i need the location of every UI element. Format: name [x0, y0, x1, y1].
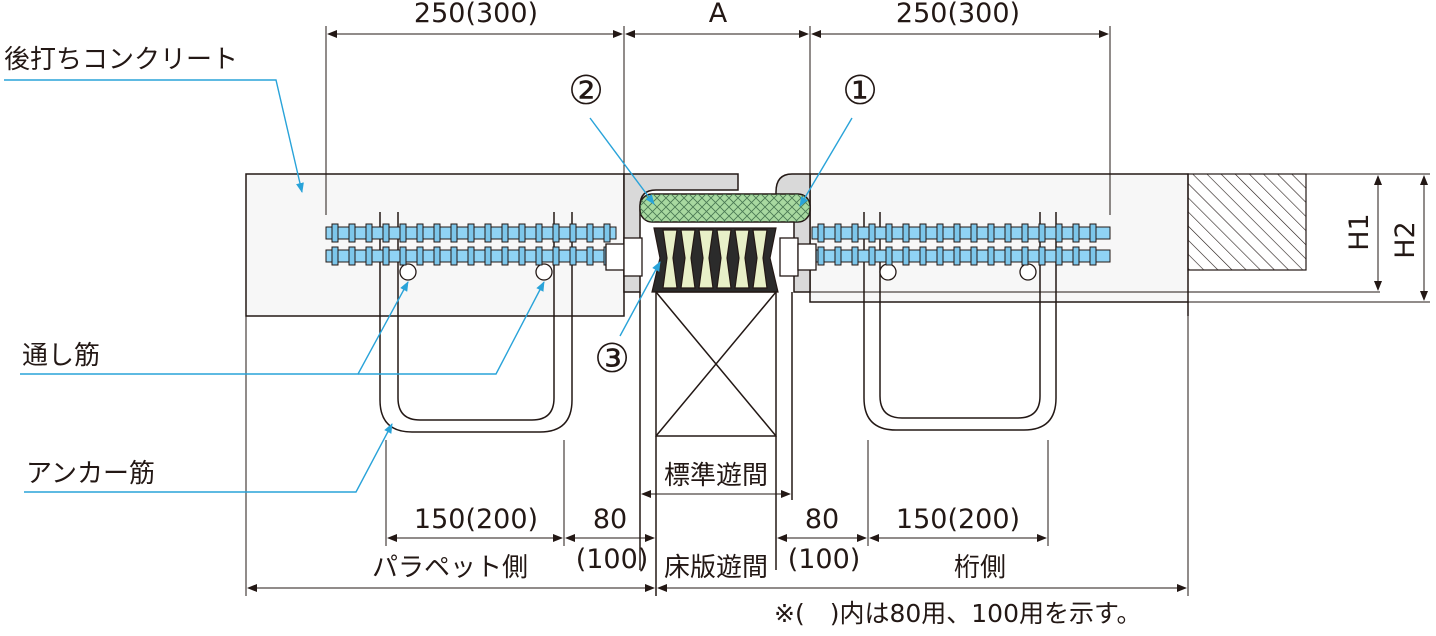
- label-parapet-side: パラペット側: [372, 553, 528, 583]
- label-girder-side: 桁側: [954, 553, 1006, 583]
- dim-right-80: 80: [805, 504, 839, 535]
- hatched-wall: [1187, 173, 1307, 271]
- dim-right-150: 150(200): [896, 504, 1020, 535]
- anchor-bars: [379, 212, 1057, 433]
- dim-right-100: (100): [788, 544, 861, 575]
- label-anchor-rebar: アンカー筋: [26, 459, 155, 489]
- leader-lines: [4, 79, 853, 493]
- label-post-concrete: 後打ちコンクリート: [4, 45, 238, 75]
- rebar-left: [325, 223, 617, 266]
- part-2-marker: ②: [568, 68, 604, 114]
- dim-standard-gap: 標準遊間: [664, 461, 768, 491]
- dim-left-100: (100): [576, 544, 649, 575]
- dimension-texts: 250(300) A 250(300) H1 H2 標準遊間 150(200) …: [414, 0, 1421, 583]
- dim-slab-gap: 床版遊間: [664, 553, 768, 583]
- seal-member: [639, 193, 811, 223]
- dim-h2: H2: [1390, 221, 1421, 258]
- dim-top-mid: A: [709, 0, 728, 29]
- bolts: [605, 237, 817, 277]
- part-3-marker: ③: [594, 336, 630, 382]
- gap-box: [639, 291, 793, 596]
- rebar-right: [811, 223, 1111, 266]
- concrete-left: [245, 173, 625, 317]
- dim-top-right: 250(300): [896, 0, 1020, 29]
- label-texts: 後打ちコンクリート 通し筋 アンカー筋 パラペット側 桁側 ※( )内は80用、…: [4, 45, 1141, 628]
- label-note: ※( )内は80用、100用を示す。: [774, 599, 1141, 628]
- dimension-lines: [245, 26, 1430, 596]
- label-through-rebar: 通し筋: [22, 341, 100, 371]
- concrete-right: [809, 173, 1430, 316]
- part-1-marker: ①: [842, 68, 878, 114]
- steel-member-left: [623, 173, 739, 293]
- rubber-body: [651, 227, 779, 293]
- dim-top-left: 250(300): [414, 0, 538, 29]
- dim-left-150: 150(200): [414, 504, 538, 535]
- dim-h1: H1: [1344, 213, 1375, 250]
- part-numbers: ② ① ③: [568, 68, 878, 382]
- dim-left-80: 80: [593, 504, 627, 535]
